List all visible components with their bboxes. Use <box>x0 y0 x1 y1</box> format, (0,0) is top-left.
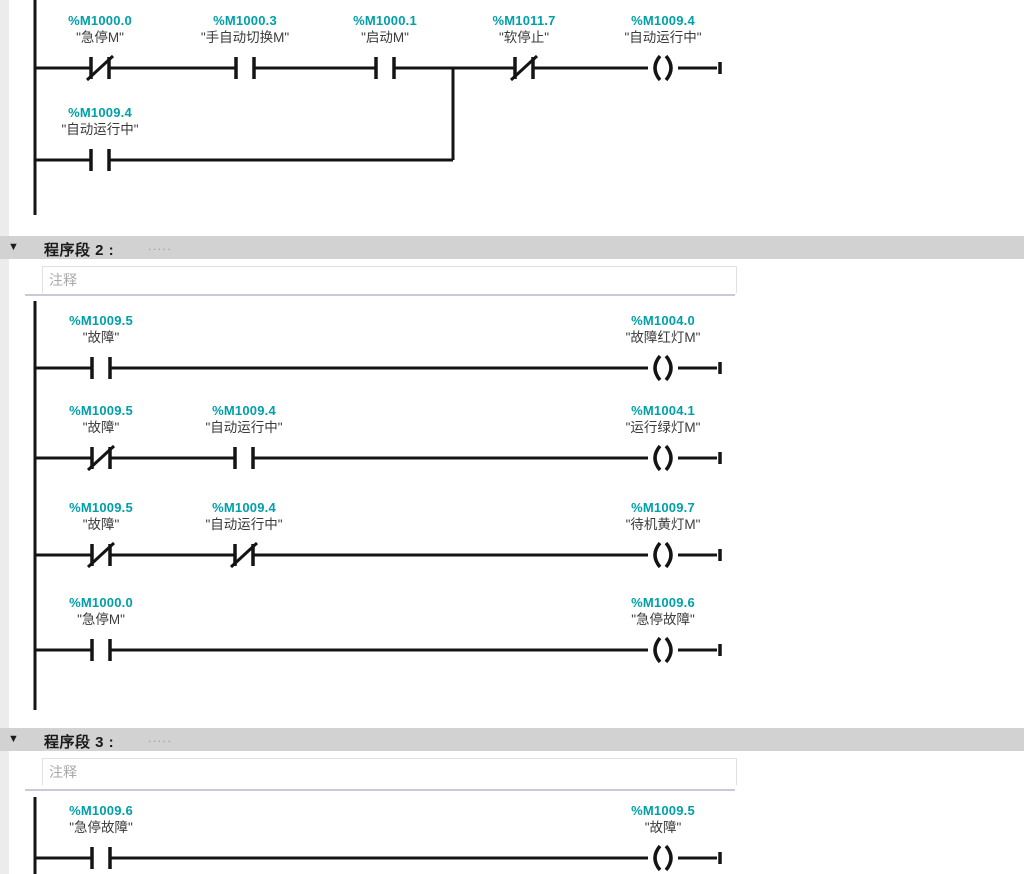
contact-nc-slash[interactable] <box>85 54 115 82</box>
operand-name[interactable]: "故障" <box>82 517 120 532</box>
operand-name[interactable]: "自动运行中" <box>624 30 702 45</box>
operand-address[interactable]: %M1009.5 <box>69 313 133 328</box>
operand-address[interactable]: %M1009.4 <box>68 105 132 120</box>
operand-name[interactable]: "故障" <box>644 820 682 835</box>
operand-address[interactable]: %M1000.1 <box>353 13 417 28</box>
operand-name[interactable]: "启动M" <box>361 30 409 45</box>
operand-name[interactable]: "急停M" <box>76 30 124 45</box>
operand-name[interactable]: "待机黄灯M" <box>625 517 701 532</box>
operand-name[interactable]: "急停M" <box>77 612 125 627</box>
coil[interactable] <box>664 54 673 82</box>
operand-name[interactable]: "自动运行中" <box>205 420 283 435</box>
coil[interactable] <box>664 844 673 872</box>
operand-address[interactable]: %M1009.4 <box>212 500 276 515</box>
operand-address[interactable]: %M1009.5 <box>631 803 695 818</box>
operand-name[interactable]: "故障" <box>82 330 120 345</box>
operand-name[interactable]: "故障" <box>82 420 120 435</box>
network-title-placeholder-dots[interactable]: ..... <box>148 239 173 253</box>
coil[interactable] <box>653 541 662 569</box>
operand-address[interactable]: %M1009.5 <box>69 403 133 418</box>
comment-separator-line <box>25 789 735 791</box>
operand-address[interactable]: %M1004.0 <box>631 313 695 328</box>
comment-separator-line <box>25 294 735 296</box>
network-title[interactable]: 程序段 3 : <box>44 734 115 751</box>
coil[interactable] <box>664 636 673 664</box>
comment-placeholder-text: 注释 <box>49 272 77 288</box>
coil[interactable] <box>653 844 662 872</box>
contact-nc-slash[interactable] <box>86 541 116 569</box>
operand-name[interactable]: "故障红灯M" <box>625 330 701 345</box>
operand-name[interactable]: "自动运行中" <box>61 122 139 137</box>
operand-address[interactable]: %M1000.0 <box>68 13 132 28</box>
coil[interactable] <box>653 354 662 382</box>
operand-address[interactable]: %M1000.0 <box>69 595 133 610</box>
operand-address[interactable]: %M1000.3 <box>213 13 277 28</box>
operand-name[interactable]: "软停止" <box>498 30 550 45</box>
operand-address[interactable]: %M1009.4 <box>212 403 276 418</box>
operand-name[interactable]: "自动运行中" <box>205 517 283 532</box>
operand-address[interactable]: %M1011.7 <box>492 13 556 28</box>
collapse-triangle-icon[interactable]: ▼ <box>8 733 19 745</box>
operand-address[interactable]: %M1009.6 <box>69 803 133 818</box>
left-gutter <box>0 0 9 874</box>
network-title[interactable]: 程序段 2 : <box>44 242 115 259</box>
operand-address[interactable]: %M1009.4 <box>631 13 695 28</box>
operand-address[interactable]: %M1009.7 <box>631 500 695 515</box>
coil[interactable] <box>664 444 673 472</box>
comment-placeholder-text: 注释 <box>49 764 77 780</box>
coil[interactable] <box>664 541 673 569</box>
collapse-triangle-icon[interactable]: ▼ <box>8 241 19 253</box>
network-title-placeholder-dots[interactable]: ..... <box>148 731 173 745</box>
contact-nc-slash[interactable] <box>229 541 259 569</box>
network-header-3[interactable]: ▼ 程序段 3 :..... <box>0 728 1024 751</box>
contact-nc-slash[interactable] <box>86 444 116 472</box>
operand-name[interactable]: "急停故障" <box>69 820 133 835</box>
coil[interactable] <box>664 354 673 382</box>
coil[interactable] <box>653 444 662 472</box>
network-comment-box[interactable]: 注释 <box>42 758 737 785</box>
operand-address[interactable]: %M1009.6 <box>631 595 695 610</box>
operand-name[interactable]: "手自动切换M" <box>200 30 290 45</box>
coil[interactable] <box>653 54 662 82</box>
operand-address[interactable]: %M1004.1 <box>631 403 695 418</box>
operand-address[interactable]: %M1009.5 <box>69 500 133 515</box>
operand-name[interactable]: "急停故障" <box>631 612 695 627</box>
network-header-2[interactable]: ▼ 程序段 2 :..... <box>0 236 1024 259</box>
contact-nc-slash[interactable] <box>509 54 539 82</box>
network-comment-box[interactable]: 注释 <box>42 266 737 293</box>
coil[interactable] <box>653 636 662 664</box>
operand-name[interactable]: "运行绿灯M" <box>625 420 701 435</box>
